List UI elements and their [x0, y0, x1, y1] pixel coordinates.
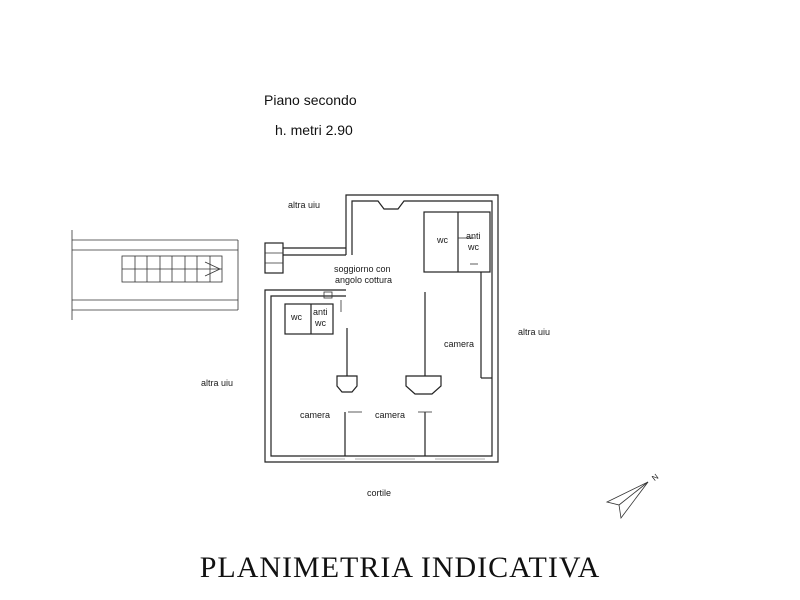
anti-top-label: anti [466, 231, 481, 241]
camera-left-label: camera [300, 410, 330, 420]
soggiorno-label-1: soggiorno con [334, 264, 391, 274]
floor-label: Piano secondo [264, 92, 357, 108]
altra-uiu-top-label: altra uiu [288, 200, 320, 210]
wc-top-label: wc [436, 235, 448, 245]
landing-block [264, 242, 346, 274]
antiwc-left-label: wc [314, 318, 326, 328]
height-label: h. metri 2.90 [275, 122, 353, 138]
camera-center-label: camera [375, 410, 405, 420]
cortile-label: cortile [367, 488, 391, 498]
left-bathroom-walls [284, 291, 342, 335]
staircase [71, 230, 239, 320]
altra-uiu-right-label: altra uiu [518, 327, 550, 337]
altra-uiu-left-label: altra uiu [201, 378, 233, 388]
outer-walls [264, 194, 499, 463]
anti-left-label: anti [313, 307, 328, 317]
top-bathroom-walls [423, 211, 491, 273]
antiwc-top-label: wc [467, 242, 479, 252]
wc-left-label: wc [290, 312, 302, 322]
soggiorno-label-2: angolo cottura [335, 275, 392, 285]
camera-right-label: camera [444, 339, 474, 349]
north-label: N [650, 472, 660, 483]
plan-title: PLANIMETRIA INDICATIVA [199, 551, 601, 584]
north-arrow-icon: N [605, 472, 660, 520]
interior-walls [336, 272, 492, 456]
